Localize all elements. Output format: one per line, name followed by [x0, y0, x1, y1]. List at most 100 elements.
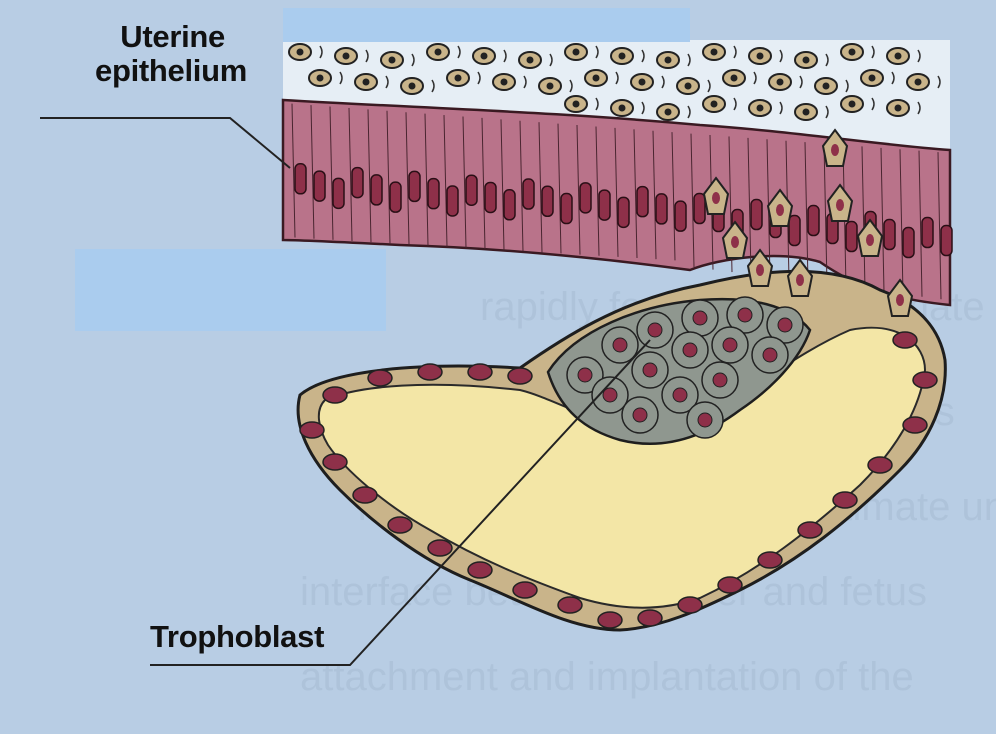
trophoblast-label: Trophoblast — [150, 620, 324, 654]
epithelial-nucleus — [618, 197, 629, 227]
trophectoderm-nucleus — [300, 422, 324, 438]
trophectoderm-nucleus — [468, 562, 492, 578]
epithelial-nucleus — [523, 179, 534, 209]
stroma-cell-nucleus — [501, 79, 508, 86]
svg-text:attachment and implantation of: attachment and implantation of the — [300, 655, 914, 699]
stroma-cell-nucleus — [363, 79, 370, 86]
epithelial-nucleus — [314, 171, 325, 201]
stroma-cell-nucleus — [573, 101, 580, 108]
stroma-cell-nucleus — [803, 109, 810, 116]
trophectoderm-nucleus — [508, 368, 532, 384]
trophectoderm-nucleus — [903, 417, 927, 433]
epithelial-nucleus — [580, 183, 591, 213]
trophectoderm-nucleus — [368, 370, 392, 386]
trophectoderm-nucleus — [353, 487, 377, 503]
icm-nucleus — [778, 318, 792, 332]
stroma-cell-nucleus — [849, 49, 856, 56]
stroma-cell-nucleus — [757, 105, 764, 112]
invading-cell-nucleus — [896, 294, 904, 306]
trophectoderm-nucleus — [468, 364, 492, 380]
stroma-cell-nucleus — [757, 53, 764, 60]
invading-cell-nucleus — [866, 234, 874, 246]
masked-label-box-left — [75, 249, 386, 331]
invading-cell-nucleus — [712, 192, 720, 204]
epithelial-nucleus — [352, 168, 363, 198]
epithelial-nucleus — [504, 190, 515, 220]
stroma-cell-nucleus — [389, 57, 396, 64]
trophectoderm-nucleus — [388, 517, 412, 533]
icm-nucleus — [648, 323, 662, 337]
stroma-cell-nucleus — [619, 105, 626, 112]
epithelial-nucleus — [599, 190, 610, 220]
trophectoderm-nucleus — [598, 612, 622, 628]
stroma-cell-nucleus — [547, 83, 554, 90]
stroma-cell-nucleus — [593, 75, 600, 82]
epithelial-nucleus — [409, 171, 420, 201]
trophectoderm-nucleus — [798, 522, 822, 538]
icm-nucleus — [763, 348, 777, 362]
stroma-cell-nucleus — [711, 101, 718, 108]
stroma-cell-nucleus — [915, 79, 922, 86]
invading-cell-nucleus — [776, 204, 784, 216]
stroma-cell-nucleus — [849, 101, 856, 108]
icm-nucleus — [723, 338, 737, 352]
stroma-cell-nucleus — [435, 49, 442, 56]
epithelial-nucleus — [447, 186, 458, 216]
stroma-cell-nucleus — [731, 75, 738, 82]
icm-nucleus — [738, 308, 752, 322]
stroma-cell-nucleus — [343, 53, 350, 60]
stroma-cell-nucleus — [895, 105, 902, 112]
epithelial-nucleus — [922, 218, 933, 248]
stroma-cell-nucleus — [317, 75, 324, 82]
epithelial-nucleus — [542, 186, 553, 216]
epithelial-nucleus — [846, 222, 857, 252]
icm-nucleus — [693, 311, 707, 325]
trophectoderm-nucleus — [323, 454, 347, 470]
trophectoderm-nucleus — [638, 610, 662, 626]
stroma-cell-nucleus — [619, 53, 626, 60]
stroma-cell-nucleus — [573, 49, 580, 56]
trophectoderm-nucleus — [893, 332, 917, 348]
epithelial-nucleus — [751, 200, 762, 230]
stroma-cell-nucleus — [481, 53, 488, 60]
trophectoderm-nucleus — [758, 552, 782, 568]
stroma-cell-nucleus — [527, 57, 534, 64]
invading-cell-nucleus — [731, 236, 739, 248]
invading-cell-nucleus — [756, 264, 764, 276]
epithelial-nucleus — [333, 178, 344, 208]
epithelial-nucleus — [561, 194, 572, 224]
trophectoderm-nucleus — [428, 540, 452, 556]
epithelial-nucleus — [941, 226, 952, 256]
trophectoderm-nucleus — [678, 597, 702, 613]
trophectoderm-nucleus — [718, 577, 742, 593]
stroma-cell-nucleus — [455, 75, 462, 82]
trophectoderm-nucleus — [558, 597, 582, 613]
epithelial-nucleus — [428, 179, 439, 209]
stroma-cell-nucleus — [823, 83, 830, 90]
icm-nucleus — [713, 373, 727, 387]
invading-cell-nucleus — [836, 199, 844, 211]
epithelial-nucleus — [675, 201, 686, 231]
stroma-cell-nucleus — [895, 53, 902, 60]
invading-cell-nucleus — [831, 144, 839, 156]
stroma-cell-nucleus — [803, 57, 810, 64]
icm-nucleus — [643, 363, 657, 377]
uterine-label-line1: Uterine — [95, 20, 225, 54]
epithelial-nucleus — [808, 206, 819, 236]
epithelial-nucleus — [371, 175, 382, 205]
trophectoderm-nucleus — [323, 387, 347, 403]
stroma-cell-nucleus — [409, 83, 416, 90]
invading-cell-nucleus — [796, 274, 804, 286]
trophectoderm-nucleus — [913, 372, 937, 388]
uterine-epithelium-label: Uterine epithelium — [95, 20, 225, 88]
stroma-cell-nucleus — [665, 57, 672, 64]
trophectoderm-nucleus — [513, 582, 537, 598]
uterine-label-line2: epithelium — [95, 54, 225, 88]
stroma-cell-nucleus — [685, 83, 692, 90]
epithelial-nucleus — [884, 220, 895, 250]
stroma-cell-nucleus — [869, 75, 876, 82]
stroma-cell-nucleus — [665, 109, 672, 116]
stroma-cell-nucleus — [711, 49, 718, 56]
epithelial-nucleus — [903, 228, 914, 258]
trophectoderm-nucleus — [418, 364, 442, 380]
